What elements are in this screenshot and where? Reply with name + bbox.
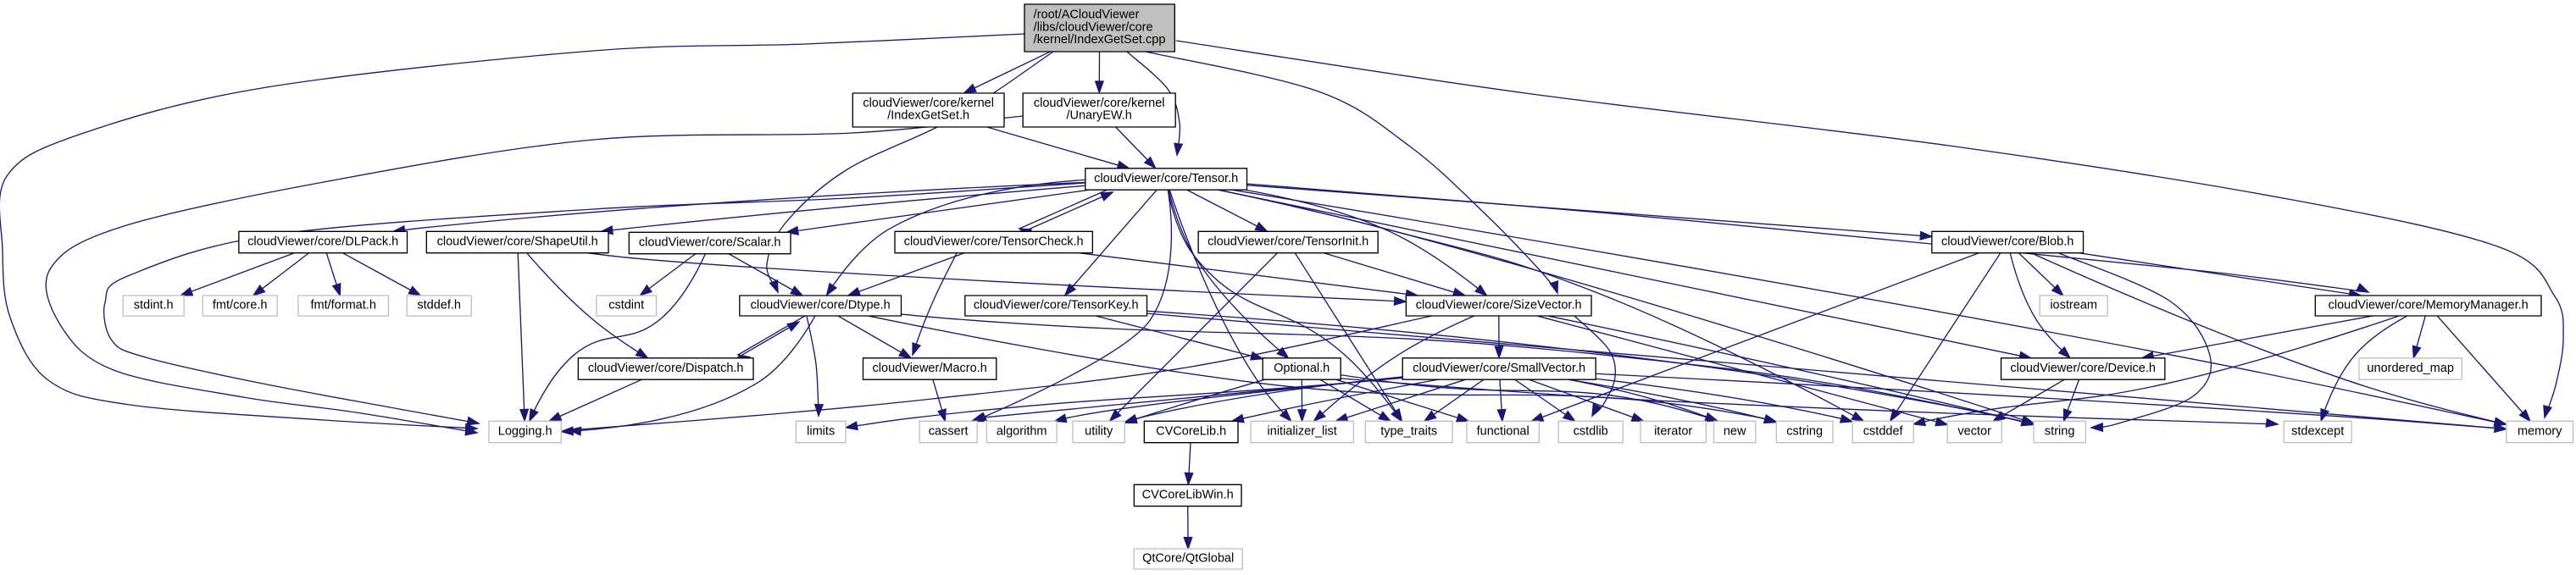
svg-text:cloudViewer/Macro.h: cloudViewer/Macro.h [873, 362, 987, 375]
svg-text:initializer_list: initializer_list [1268, 424, 1337, 438]
svg-text:QtCore/QtGlobal: QtCore/QtGlobal [1142, 551, 1234, 565]
svg-text:cloudViewer/core/Scalar.h: cloudViewer/core/Scalar.h [639, 235, 781, 249]
svg-text:functional: functional [1477, 424, 1530, 438]
svg-text:limits: limits [807, 424, 835, 438]
svg-text:cloudViewer/core/kernel: cloudViewer/core/kernel [863, 97, 994, 110]
svg-text:cstring: cstring [1786, 424, 1823, 438]
svg-text:vector: vector [1957, 424, 1991, 438]
svg-text:cloudViewer/core/SizeVector.h: cloudViewer/core/SizeVector.h [1416, 298, 1582, 312]
svg-text:/kernel/IndexGetSet.cpp: /kernel/IndexGetSet.cpp [1034, 33, 1166, 47]
svg-text:cloudViewer/core/Device.h: cloudViewer/core/Device.h [2010, 362, 2156, 375]
svg-text:cloudViewer/core/MemoryManager: cloudViewer/core/MemoryManager.h [2329, 298, 2529, 312]
svg-text:/root/ACloudViewer: /root/ACloudViewer [1034, 8, 1140, 22]
svg-text:iterator: iterator [1654, 424, 1692, 438]
svg-text:fmt/core.h: fmt/core.h [213, 298, 268, 312]
svg-text:/libs/cloudViewer/core: /libs/cloudViewer/core [1034, 20, 1153, 34]
svg-text:cloudViewer/core/TensorCheck.h: cloudViewer/core/TensorCheck.h [904, 235, 1084, 248]
svg-text:cstdlib: cstdlib [1574, 424, 1608, 438]
svg-text:cassert: cassert [929, 424, 969, 438]
svg-text:cloudViewer/core/Tensor.h: cloudViewer/core/Tensor.h [1094, 172, 1238, 185]
svg-text:Optional.h: Optional.h [1274, 362, 1330, 375]
svg-text:Logging.h: Logging.h [498, 424, 552, 438]
svg-text:cloudViewer/core/kernel: cloudViewer/core/kernel [1034, 97, 1165, 110]
svg-text:iostream: iostream [2050, 298, 2097, 312]
svg-text:cloudViewer/core/Dispatch.h: cloudViewer/core/Dispatch.h [588, 362, 744, 375]
svg-text:algorithm: algorithm [997, 424, 1047, 438]
svg-text:cloudViewer/core/TensorKey.h: cloudViewer/core/TensorKey.h [974, 298, 1139, 312]
svg-text:CVCoreLibWin.h: CVCoreLibWin.h [1142, 488, 1234, 501]
svg-text:cstddef: cstddef [1863, 424, 1904, 438]
svg-text:cloudViewer/core/SmallVector.h: cloudViewer/core/SmallVector.h [1413, 362, 1585, 375]
svg-text:cloudViewer/core/TensorInit.h: cloudViewer/core/TensorInit.h [1208, 235, 1368, 248]
svg-text:utility: utility [1085, 424, 1113, 438]
svg-text:new: new [1724, 424, 1746, 438]
svg-text:stdint.h: stdint.h [134, 298, 174, 312]
svg-text:stddef.h: stddef.h [417, 298, 461, 312]
svg-text:cstdint: cstdint [608, 298, 644, 312]
svg-text:type_traits: type_traits [1380, 424, 1437, 438]
svg-text:/IndexGetSet.h: /IndexGetSet.h [887, 109, 969, 123]
svg-text:/UnaryEW.h: /UnaryEW.h [1066, 109, 1131, 123]
svg-text:unordered_map: unordered_map [2367, 362, 2454, 375]
svg-text:fmt/format.h: fmt/format.h [310, 298, 375, 312]
svg-text:cloudViewer/core/Blob.h: cloudViewer/core/Blob.h [1941, 235, 2074, 248]
svg-text:cloudViewer/core/DLPack.h: cloudViewer/core/DLPack.h [247, 235, 398, 248]
svg-text:CVCoreLib.h: CVCoreLib.h [1156, 424, 1226, 438]
svg-text:cloudViewer/core/Dtype.h: cloudViewer/core/Dtype.h [751, 298, 891, 312]
svg-text:stdexcept: stdexcept [2291, 424, 2344, 438]
svg-text:string: string [2045, 424, 2075, 438]
svg-text:cloudViewer/core/ShapeUtil.h: cloudViewer/core/ShapeUtil.h [437, 235, 598, 248]
svg-text:memory: memory [2518, 424, 2562, 438]
